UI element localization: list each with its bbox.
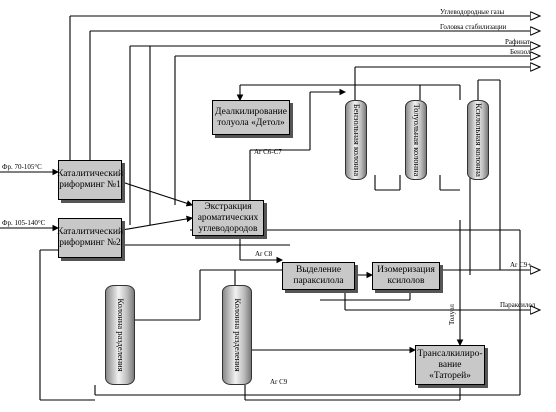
xylene-column-label: Ксилольная колонна: [473, 103, 484, 177]
stream-ar-c8: Ar C8: [255, 250, 273, 258]
input-fraction-105-140: Фр. 105-140°С: [2, 219, 46, 227]
separation-column-2: Колонна разделения: [222, 285, 252, 385]
stream-ar-c6-c7: Ar C6-C7: [254, 148, 282, 156]
paraxylene-separation-box: Выделение параксилола: [282, 262, 355, 290]
output-benzene: Бензол: [510, 48, 531, 56]
xylene-isomerization-box: Изомеризация ксилолов: [372, 262, 440, 290]
dealkylation-box: Деалкилирование толуола «Детол»: [212, 100, 290, 135]
output-raffinate: Рафинат: [505, 38, 531, 46]
reformer-2-box: Каталитический риформинг №2: [57, 218, 123, 258]
extraction-box: Экстракция ароматических углеводородов: [192, 200, 264, 236]
output-hydrocarbon-gases: Углеводородные газы: [440, 8, 505, 16]
output-paraxylene: Параксилол: [500, 301, 536, 309]
benzene-column: Бензольная колонна: [345, 100, 367, 180]
transalkylation-box: Трансалкилиро-вание «Таторей»: [415, 345, 485, 385]
xylene-column: Ксилольная колонна: [467, 100, 489, 180]
benzene-column-label: Бензольная колонна: [351, 103, 362, 177]
input-fraction-70-105: Фр. 70-105°С: [2, 163, 42, 171]
toluene-column: Толуольная колонна: [405, 100, 427, 180]
separation-column-2-label: Колонна разделения: [232, 298, 243, 372]
separation-column-1: Колонна разделения: [105, 285, 135, 385]
output-stabilization-head: Головка стабилизации: [440, 23, 507, 31]
separation-column-1-label: Колонна разделения: [115, 298, 126, 372]
stream-toluene: Толуол: [448, 304, 456, 325]
output-ar-c9: Ar C9+: [510, 261, 532, 269]
toluene-column-label: Толуольная колонна: [411, 103, 422, 177]
reformer-1-box: Каталитический риформинг №1: [57, 160, 123, 200]
stream-ar-c9: Ar C9: [270, 378, 288, 386]
